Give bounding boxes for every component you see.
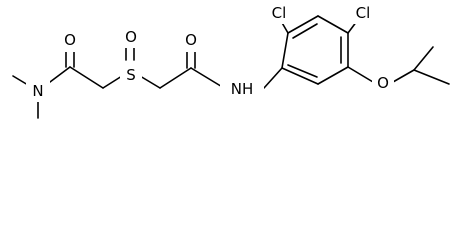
bond-s-ch2	[139, 75, 161, 89]
label-background-cl-right	[348, 2, 378, 24]
bond-ch2-s	[102, 75, 123, 89]
label-background-n-left	[26, 80, 50, 102]
label-background-o-left	[58, 30, 82, 52]
chemical-structure: O N S O O NH Cl Cl O	[12, 2, 450, 119]
atom-oxygen-left: O	[64, 31, 76, 49]
atom-nitrogen-left: N	[32, 82, 43, 100]
bond-ch-me-down	[413, 69, 450, 85]
bond-o-ch	[392, 69, 415, 83]
bond-ch-me-up	[413, 46, 434, 71]
label-background-o-right	[179, 30, 203, 52]
atom-chlorine-left: Cl	[272, 4, 287, 22]
bond-ring-o	[347, 66, 374, 83]
atom-oxygen-ether: O	[377, 74, 389, 92]
atom-chlorine-right: Cl	[356, 4, 371, 22]
ring-double-1	[292, 23, 318, 39]
label-background-cl-left	[264, 2, 294, 24]
label-background-nh	[220, 78, 264, 100]
bonds	[12, 15, 450, 119]
ring-bond-2	[287, 15, 319, 34]
bond-carbonyl-nh	[190, 67, 225, 89]
ring-double-3	[287, 64, 318, 78]
ring-bond-1	[281, 32, 289, 69]
atom-labels: O N S O O NH Cl Cl O	[26, 2, 394, 102]
label-background-s-o	[120, 26, 142, 48]
label-background-ether-o	[372, 72, 394, 94]
ring-bond-3	[317, 15, 349, 34]
bond-carbonyl-ch2	[69, 66, 104, 89]
ring-bond-5	[317, 66, 349, 85]
atom-sulfur: S	[126, 66, 136, 84]
ring-bond-6	[281, 67, 319, 85]
atom-oxygen-sulfoxide: O	[125, 28, 137, 46]
atom-oxygen-right: O	[185, 31, 197, 49]
bond-nh-ring	[263, 67, 283, 89]
label-background-s	[120, 65, 142, 87]
atom-nh: NH	[231, 80, 254, 98]
bond-ch2-carbonyl	[159, 67, 192, 89]
